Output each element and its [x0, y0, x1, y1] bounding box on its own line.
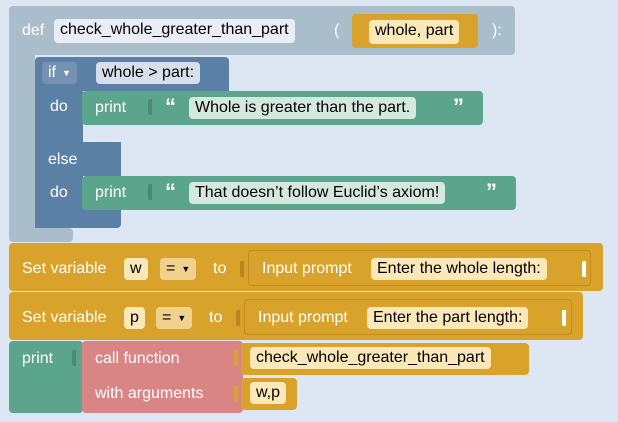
- print-false-label: print: [95, 184, 127, 201]
- print-true-label: print: [95, 99, 127, 116]
- open-paren: (: [334, 22, 340, 39]
- def-keyword: def: [22, 22, 45, 39]
- input-prompt-w-label: Input prompt: [262, 260, 352, 277]
- to-w-label: to: [213, 260, 227, 277]
- dropdown-arrow-icon: ▼: [177, 313, 187, 323]
- do-label-else: do: [50, 184, 68, 201]
- input-notch: [148, 99, 152, 115]
- close-quote-icon: ”: [453, 94, 464, 119]
- else-row: [35, 142, 121, 176]
- input-notch: [72, 350, 76, 366]
- input-notch: [582, 261, 586, 277]
- input-notch: [562, 310, 566, 326]
- input-notch: [234, 350, 238, 366]
- print-call-block[interactable]: [9, 341, 83, 413]
- dropdown-arrow-icon: ▼: [181, 264, 191, 274]
- close-quote-icon: ”: [486, 179, 497, 204]
- input-notch: [148, 184, 152, 200]
- with-arguments-label: with arguments: [95, 385, 204, 402]
- op-p-label: =: [162, 309, 172, 327]
- var-p-field[interactable]: p: [124, 307, 145, 329]
- input-prompt-p-label: Input prompt: [258, 309, 348, 326]
- if-label: if: [48, 64, 56, 82]
- open-quote-icon: “: [165, 179, 176, 204]
- op-w-dropdown[interactable]: =▼: [160, 258, 197, 280]
- set-variable-p-label: Set variable: [22, 309, 107, 326]
- print-call-label: print: [22, 350, 54, 367]
- call-function-name[interactable]: check_whole_greater_than_part: [250, 347, 491, 369]
- var-w-field[interactable]: w: [124, 258, 148, 280]
- close-paren: ):: [492, 22, 502, 39]
- function-def-footer: [9, 228, 73, 242]
- set-variable-w-label: Set variable: [22, 260, 107, 277]
- input-notch: [236, 310, 240, 326]
- else-label: else: [48, 151, 78, 168]
- op-w-label: =: [166, 260, 176, 278]
- print-false-text[interactable]: That doesn’t follow Euclid’s axiom!: [189, 182, 446, 204]
- input-notch: [240, 261, 244, 277]
- condition-field[interactable]: whole > part:: [96, 62, 201, 84]
- op-p-dropdown[interactable]: =▼: [156, 307, 193, 329]
- prompt-p-text[interactable]: Enter the part length:: [367, 307, 529, 329]
- call-function-block[interactable]: [82, 341, 243, 413]
- if-dropdown[interactable]: if ▼: [42, 62, 77, 84]
- do-label-if: do: [50, 98, 68, 115]
- call-function-label: call function: [95, 350, 180, 367]
- prompt-w-text[interactable]: Enter the whole length:: [371, 258, 547, 280]
- to-p-label: to: [209, 309, 223, 326]
- open-quote-icon: “: [165, 94, 176, 119]
- function-name-field[interactable]: check_whole_greater_than_part: [54, 19, 295, 43]
- dropdown-arrow-icon: ▼: [62, 68, 71, 78]
- input-notch: [234, 385, 238, 401]
- if-else-footer: [35, 208, 121, 228]
- function-def-spine: [9, 50, 35, 236]
- params-field[interactable]: whole, part: [369, 20, 460, 44]
- arguments-field[interactable]: w,p: [250, 382, 287, 404]
- print-true-text[interactable]: Whole is greater than the part.: [189, 97, 417, 119]
